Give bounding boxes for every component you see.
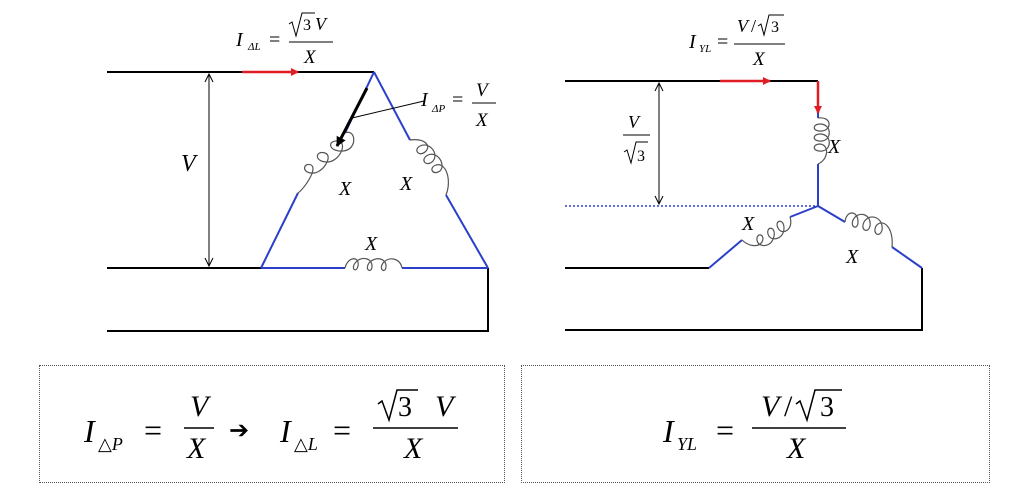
svg-text:3: 3: [303, 17, 311, 34]
wye-coil-top: [813, 117, 830, 165]
svg-text:V: V: [737, 16, 750, 36]
svg-text:3: 3: [637, 148, 645, 165]
wye-coil-left: [741, 216, 792, 247]
svg-text:X: X: [303, 47, 317, 68]
delta-phase-current-arrow: [335, 87, 369, 147]
delta-phase-label-leader: [351, 100, 425, 119]
svg-text:X: X: [475, 110, 489, 131]
wye-reactance-right: X: [845, 246, 859, 268]
wye-reactance-left: X: [741, 213, 755, 235]
svg-text:=: =: [717, 31, 728, 53]
delta-reactance-left: X: [338, 178, 352, 200]
svg-text:=: =: [269, 29, 280, 51]
formula-box-delta: [39, 365, 505, 483]
svg-text:I: I: [688, 31, 697, 53]
svg-text:=: =: [452, 89, 463, 111]
svg-text:V: V: [628, 112, 641, 132]
delta-reactance-bottom: X: [364, 233, 378, 255]
svg-text:V: V: [476, 80, 490, 101]
wye-voltage-label: V 3: [623, 112, 650, 165]
svg-text:I: I: [420, 89, 429, 111]
delta-circuit: V X X X I ΔL = 3 V X I ΔP = V X: [107, 12, 496, 332]
delta-phase-current-formula: I ΔP = V X: [420, 80, 496, 131]
svg-text:X: X: [752, 49, 766, 70]
delta-coil-left: [297, 131, 355, 194]
delta-reactance-right: X: [399, 173, 413, 195]
svg-text:3: 3: [771, 19, 779, 36]
svg-text:ΔP: ΔP: [431, 103, 445, 115]
wye-line-current-formula: I YL = V / 3 X: [688, 14, 785, 70]
delta-coil-right: [409, 139, 449, 196]
svg-text:I: I: [235, 29, 244, 51]
wye-coil-right: [844, 212, 893, 248]
svg-text:/: /: [751, 16, 756, 36]
svg-text:YL: YL: [699, 43, 711, 55]
delta-voltage-label: V: [181, 151, 198, 177]
svg-text:ΔL: ΔL: [247, 41, 261, 53]
delta-line-current-formula: I ΔL = 3 V X: [235, 12, 333, 68]
svg-text:V: V: [315, 14, 328, 34]
wye-circuit: V 3 X X X I YL = V / 3 X: [565, 14, 923, 331]
delta-coil-bottom: [344, 257, 403, 272]
wye-reactance-top: X: [827, 136, 841, 158]
formula-box-wye: [521, 365, 990, 483]
